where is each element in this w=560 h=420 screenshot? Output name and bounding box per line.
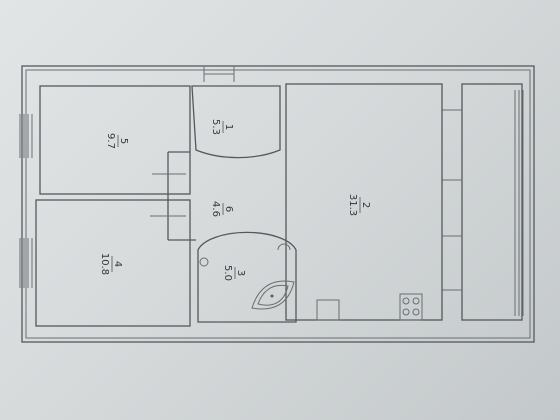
room-2 xyxy=(285,83,443,321)
room-4 xyxy=(35,199,191,327)
room-3-number: 3 xyxy=(235,270,246,276)
room-3-area: 5.0 xyxy=(222,265,233,281)
room-4-number: 4 xyxy=(112,261,123,267)
room-1-label: 1 5.3 xyxy=(210,119,234,135)
outer-wall xyxy=(21,65,535,343)
window xyxy=(19,238,33,288)
room-5-label: 5 9.7 xyxy=(105,133,129,149)
room-3-label: 3 5.0 xyxy=(222,265,246,281)
outer-walls xyxy=(21,65,535,343)
left-windows xyxy=(19,114,33,288)
room-1-number: 1 xyxy=(223,124,234,130)
room-5 xyxy=(39,85,191,195)
outer-wall-inner-line xyxy=(25,69,531,339)
balcony-outline xyxy=(461,83,523,321)
room-1 xyxy=(191,85,281,159)
room-2-area: 31.3 xyxy=(347,194,358,216)
room-3 xyxy=(197,231,297,323)
room-6-number: 6 xyxy=(223,206,234,212)
room-5-area: 9.7 xyxy=(105,133,116,149)
toilet-icon xyxy=(199,257,209,267)
basin-icon xyxy=(277,243,291,251)
room-6-area: 4.6 xyxy=(210,201,221,217)
room-2-label: 2 31.3 xyxy=(347,194,371,216)
corridor-walls xyxy=(150,151,196,241)
bathtub-icon xyxy=(251,280,295,310)
room-4-area: 10.8 xyxy=(99,253,110,275)
balcony xyxy=(442,83,524,321)
room-6-label: 6 4.6 xyxy=(210,201,234,217)
sink xyxy=(316,299,340,321)
room-2-number: 2 xyxy=(360,202,371,208)
top-window xyxy=(203,66,235,82)
room-1-area: 5.3 xyxy=(210,119,221,135)
room-5-number: 5 xyxy=(118,138,129,144)
stove-icon xyxy=(399,293,423,321)
window xyxy=(19,114,33,158)
room-4-label: 4 10.8 xyxy=(99,253,123,275)
